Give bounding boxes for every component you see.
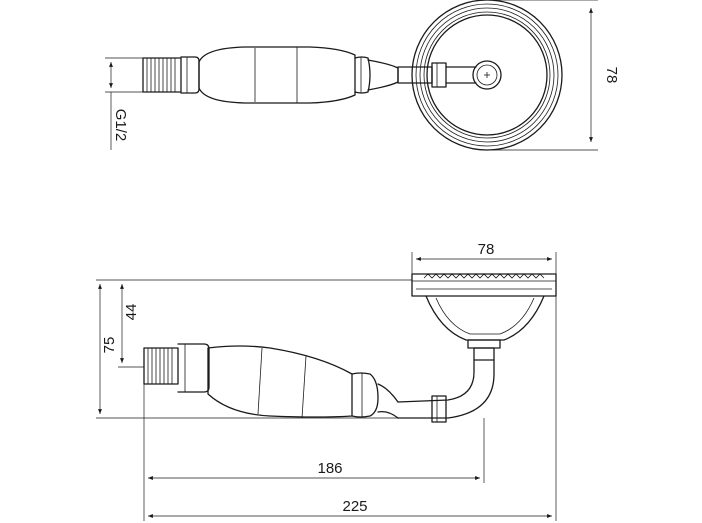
side-head-height-dimension: 44 (118, 284, 144, 368)
side-arm (397, 359, 495, 419)
thread-size-label: G1/2 (112, 109, 129, 142)
top-head (411, 0, 563, 151)
side-overall-length-dimension: 225 (148, 498, 552, 518)
top-collar (180, 56, 200, 94)
top-height-label: 78 (603, 67, 620, 84)
top-thread-dimension: G1/2 (105, 57, 143, 150)
side-head-dimension: 78 (411, 241, 557, 274)
side-head (411, 273, 557, 361)
side-handle (207, 345, 353, 418)
top-neck (367, 59, 399, 91)
overall-length-label: 225 (342, 498, 367, 515)
handle-length-label: 186 (317, 460, 342, 477)
side-ring (351, 372, 379, 418)
top-height-dimension: 78 (487, 0, 620, 151)
top-ring (354, 56, 371, 94)
side-handle-length-dimension: 186 (148, 460, 480, 480)
side-neck (377, 383, 399, 419)
side-overall-height-dimension: 75 (98, 284, 118, 414)
top-view: 78 G1/2 (105, 0, 620, 151)
top-handle (198, 46, 356, 104)
top-thread (142, 57, 182, 93)
side-thread (143, 347, 179, 385)
head-diameter-label: 78 (478, 241, 495, 258)
side-collar (177, 343, 210, 393)
side-view: 78 44 75 186 225 (96, 241, 557, 521)
overall-height-label: 75 (101, 337, 118, 354)
head-height-label: 44 (123, 304, 140, 321)
